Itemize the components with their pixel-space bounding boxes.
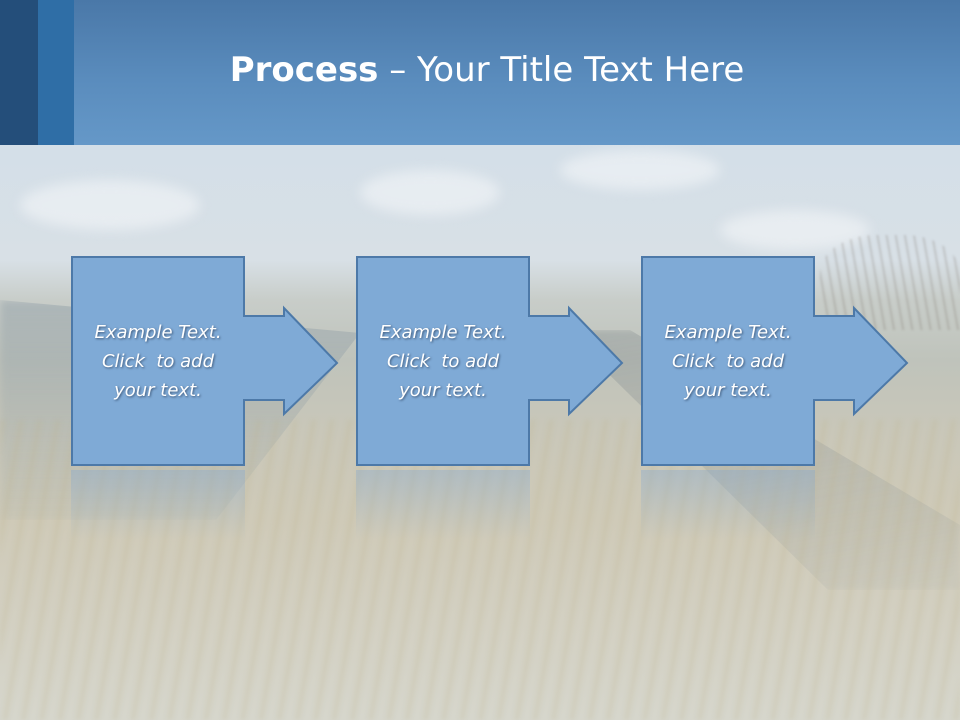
cloud [560, 150, 720, 190]
step-text-line: your text. [684, 379, 772, 401]
step-text-line: your text. [114, 379, 202, 401]
step-text-line: Click to add [671, 350, 784, 372]
slide-title[interactable]: Process – Your Title Text Here [74, 0, 900, 145]
step-arrow-shape [641, 256, 909, 466]
step-reflection [356, 470, 530, 540]
title-rest: – Your Title Text Here [378, 49, 745, 90]
header-accent-strip [38, 0, 74, 145]
arrow-shape [71, 256, 339, 466]
step-reflection [71, 470, 245, 540]
trees [820, 235, 960, 330]
step-text-line: Example Text. [379, 321, 507, 343]
step-reflection [641, 470, 815, 540]
arrow-shape [356, 256, 624, 466]
cloud [360, 170, 500, 215]
arrow-shape [641, 256, 909, 466]
step-arrow-shape [356, 256, 624, 466]
step-text-line: your text. [399, 379, 487, 401]
step-text[interactable]: Example Text. Click to add your text. [641, 256, 815, 466]
title-bold: Process [229, 49, 379, 90]
step-text[interactable]: Example Text. Click to add your text. [356, 256, 530, 466]
process-step-2[interactable]: Example Text. Click to add your text. [356, 256, 696, 468]
grass [0, 420, 960, 720]
cloud [20, 180, 200, 230]
step-arrow-shape [71, 256, 339, 466]
header-accent-strip-dark [0, 0, 38, 145]
cloud [720, 210, 870, 250]
step-text[interactable]: Example Text. Click to add your text. [71, 256, 245, 466]
step-text-line: Example Text. [664, 321, 792, 343]
process-step-1[interactable]: Example Text. Click to add your text. [71, 256, 411, 468]
step-text-line: Example Text. [94, 321, 222, 343]
process-step-3[interactable]: Example Text. Click to add your text. [641, 256, 960, 468]
header-band: Process – Your Title Text Here [0, 0, 960, 145]
step-text-line: Click to add [101, 350, 214, 372]
step-text-line: Click to add [386, 350, 499, 372]
